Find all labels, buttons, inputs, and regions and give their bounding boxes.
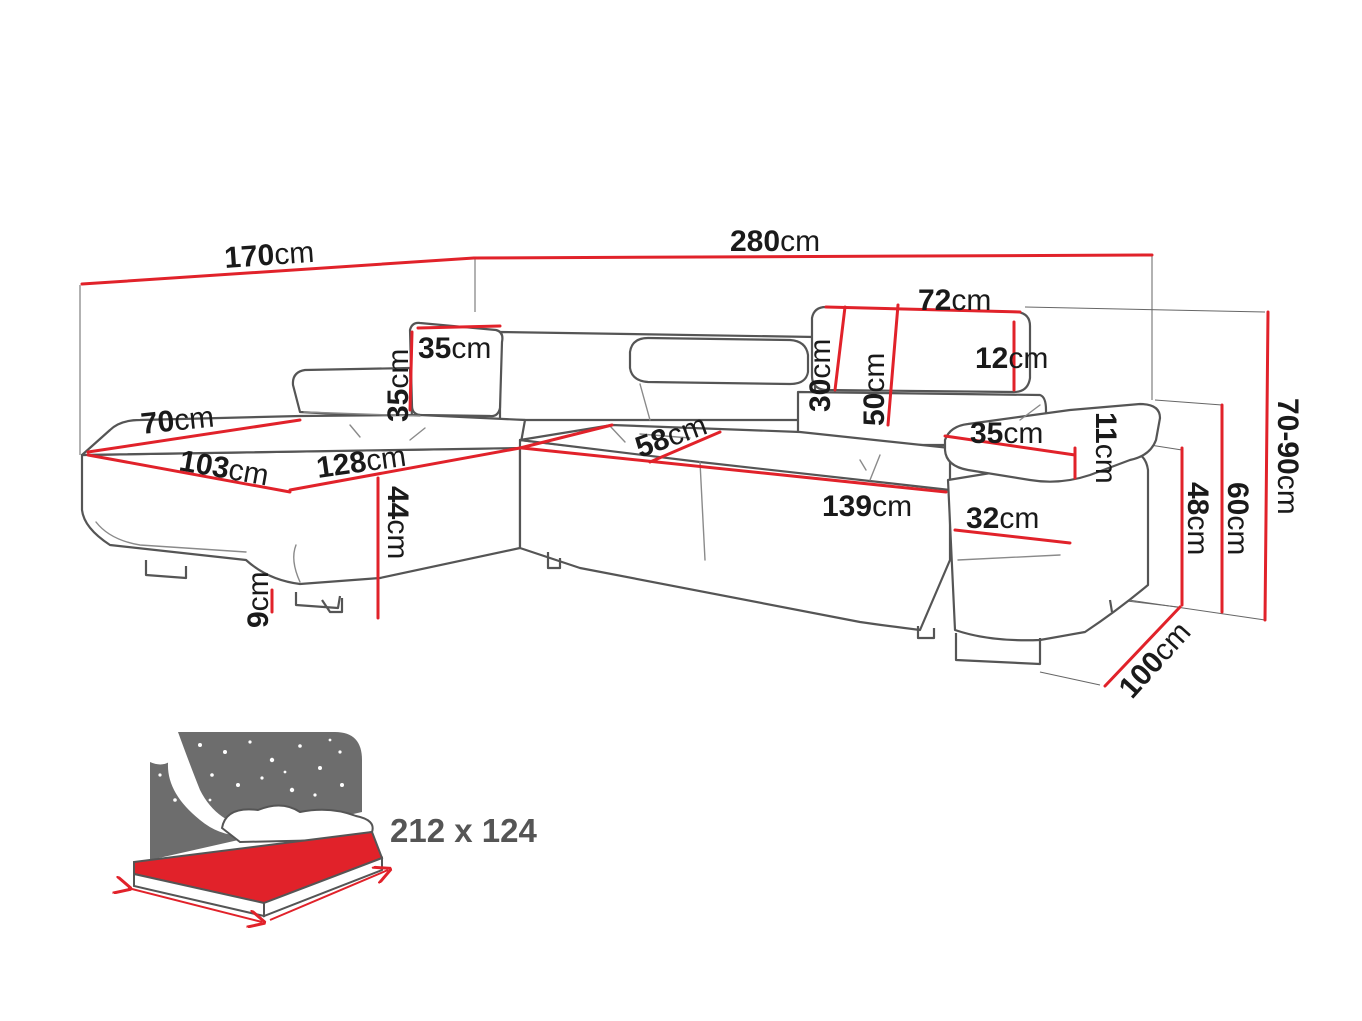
label-seat-length: 139cm — [822, 490, 912, 523]
label-pillow-height: 35cm — [382, 349, 415, 422]
label-depth: 100cm — [1113, 616, 1198, 705]
label-headrest-width: 72cm — [918, 284, 991, 317]
label-total-height: 70-90cm — [1271, 398, 1304, 515]
night-sky-icon — [150, 732, 362, 860]
label-armrest-width: 32cm — [966, 502, 1039, 535]
label-headrest-height: 30cm — [804, 339, 837, 412]
label-leg-height: 9cm — [242, 571, 275, 628]
dimension-labels: 170cm 280cm 72cm 30cm 50cm 12cm 70-90cm … — [139, 225, 1304, 705]
sofa-legs — [144, 552, 1114, 666]
label-cushion-height: 48cm — [1181, 482, 1214, 555]
label-corner-seat-width: 128cm — [314, 440, 408, 485]
label-backrest-span: 50cm — [858, 353, 891, 426]
label-total-right-width: 280cm — [730, 225, 820, 258]
label-chaise-width: 70cm — [139, 400, 215, 440]
extension-lines — [79, 255, 1266, 686]
dimension-lines — [80, 253, 1270, 688]
sofa-seams — [95, 383, 1061, 583]
bed-icon: 212 x 124 — [128, 732, 537, 922]
label-pillow-width: 35cm — [418, 332, 491, 365]
label-seat-height: 44cm — [381, 486, 414, 559]
label-armrest-height: 60cm — [1221, 482, 1254, 555]
label-total-left-width: 170cm — [223, 236, 315, 275]
bed-size-label: 212 x 124 — [390, 812, 537, 849]
label-headrest-thickness: 12cm — [975, 342, 1048, 375]
sofa-outline — [80, 305, 1162, 642]
pillow-icon — [220, 804, 374, 844]
label-armrest-thickness: 11cm — [1089, 412, 1122, 484]
label-armrest-length: 35cm — [970, 417, 1043, 450]
stars-icon — [158, 738, 344, 802]
